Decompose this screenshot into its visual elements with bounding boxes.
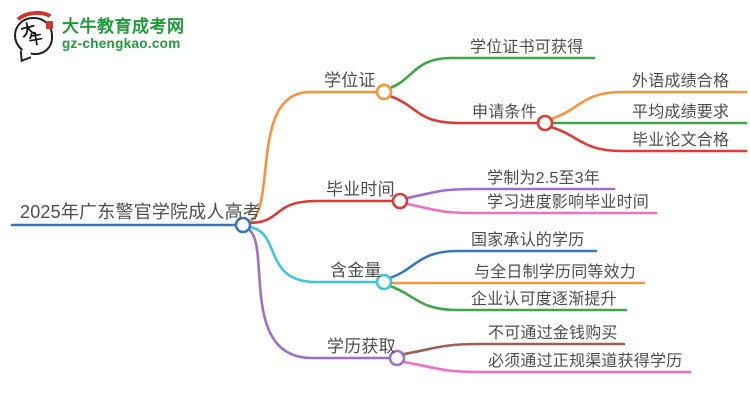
node-foreign-language-pass-label: 外语成绩合格: [632, 73, 730, 90]
acquisition-node-circle: [388, 349, 406, 367]
root-node-circle: [234, 216, 252, 234]
node-equivalent-to-fulltime-label: 与全日制学历同等效力: [474, 264, 637, 281]
node-formal-channels-label: 必须通过正规渠道获得学历: [488, 353, 683, 370]
application-conditions-node-circle: [536, 114, 554, 132]
logo-mark-char-2: 牛: [27, 30, 45, 50]
branch-degree-certificate-label: 学位证: [324, 71, 376, 90]
edge-employer-recognition: [388, 284, 628, 312]
graduation-time-node-circle: [391, 192, 409, 210]
degree-cert-node-circle: [375, 83, 393, 101]
edge-thesis-pass: [549, 125, 748, 153]
value-node-circle: [375, 273, 393, 291]
logo-domain: gz-chengkao.com: [62, 36, 181, 51]
node-degree-obtainable-label: 学位证书可获得: [470, 39, 584, 56]
edge-study-duration: [405, 187, 616, 200]
site-logo: 大 牛 大牛教育成考网 gz-chengkao.com: [10, 8, 185, 55]
node-progress-affects-graduation-label: 学习进度影响毕业时间: [487, 194, 650, 211]
edge-cannot-buy: [402, 342, 626, 356]
node-employer-recognition-label: 企业认可度逐渐提升: [471, 291, 617, 308]
node-study-duration-label: 学制为2.5至3年: [487, 170, 600, 187]
node-thesis-pass-label: 毕业论文合格: [632, 132, 730, 149]
edge-formal-channels: [402, 360, 692, 374]
edge-root-to-acquisition: [246, 227, 392, 360]
edge-application-conditions: [388, 94, 540, 125]
edge-state-recognized: [388, 249, 598, 280]
edge-progress-affects-graduation: [405, 202, 658, 215]
edge-foreign-language-pass: [549, 90, 748, 121]
node-cannot-buy-label: 不可通过金钱购买: [488, 325, 618, 342]
logo-bubble-icon: 大 牛: [10, 8, 60, 55]
logo-title: 大牛教育成考网: [62, 17, 185, 36]
edge-root-to-degree-cert: [246, 90, 379, 224]
logo-red-seal-icon: [46, 21, 53, 29]
logo-text-block: 大牛教育成考网 gz-chengkao.com: [62, 17, 185, 51]
node-average-grade-requirement-label: 平均成绩要求: [632, 104, 730, 121]
branch-qualification-acquisition-label: 学历获取: [327, 337, 396, 356]
node-state-recognized-label: 国家承认的学历: [471, 232, 585, 249]
central-topic-label: 2025年广东警官学院成人高考: [20, 202, 262, 222]
branch-graduation-time-label: 毕业时间: [326, 180, 395, 199]
edge-degree-obtainable: [388, 56, 596, 90]
branch-value-label: 含金量: [330, 261, 382, 280]
node-application-conditions-label: 申请条件: [472, 104, 537, 121]
edge-root-to-graduation-time: [247, 199, 395, 225]
edge-root-to-value: [247, 225, 379, 284]
